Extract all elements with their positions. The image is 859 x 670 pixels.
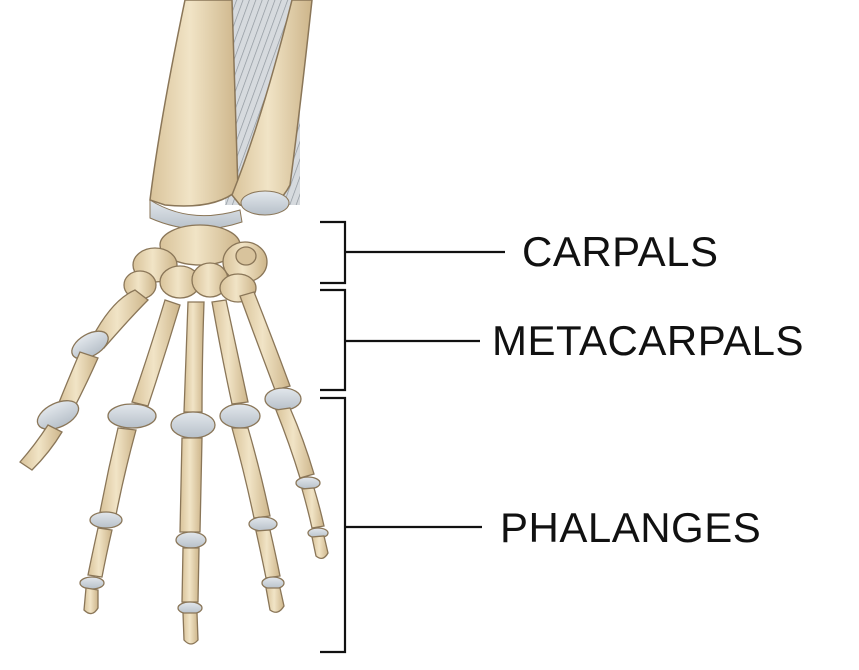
label-brackets <box>320 222 505 652</box>
carpal-bones <box>124 225 267 302</box>
forearm-bones <box>150 0 312 229</box>
carpals-bracket <box>320 222 345 283</box>
radius-bone <box>150 0 238 206</box>
middle-finger-bones <box>171 302 215 644</box>
phalanges-label: PHALANGES <box>500 507 761 549</box>
metacarpals-label: METACARPALS <box>492 320 804 362</box>
carpals-label: CARPALS <box>522 231 718 273</box>
metacarpals-bracket <box>320 290 345 390</box>
ulna-head-cartilage <box>241 191 289 215</box>
